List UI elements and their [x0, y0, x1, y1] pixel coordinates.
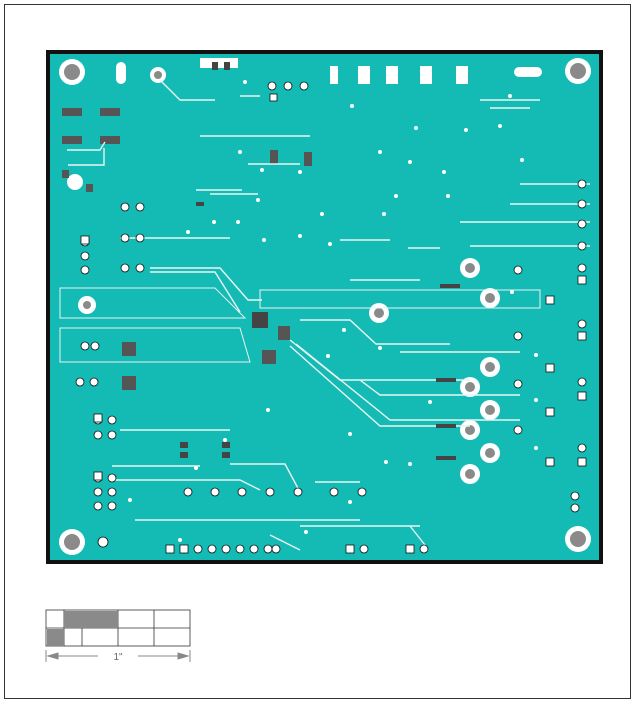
scale-shade-top [64, 611, 118, 628]
large-pad-holes [83, 71, 495, 479]
small-components [180, 62, 460, 460]
traces [67, 79, 590, 551]
top-connectors [116, 58, 542, 84]
vias [128, 80, 538, 542]
copper-islands [59, 287, 541, 363]
board-copper-pour [50, 54, 599, 560]
scale-label: 1" [113, 652, 123, 663]
mounting-holes [59, 58, 591, 555]
smd-pads [62, 108, 312, 390]
scale-shade-bottom [47, 629, 64, 646]
square-pads [80, 93, 587, 554]
